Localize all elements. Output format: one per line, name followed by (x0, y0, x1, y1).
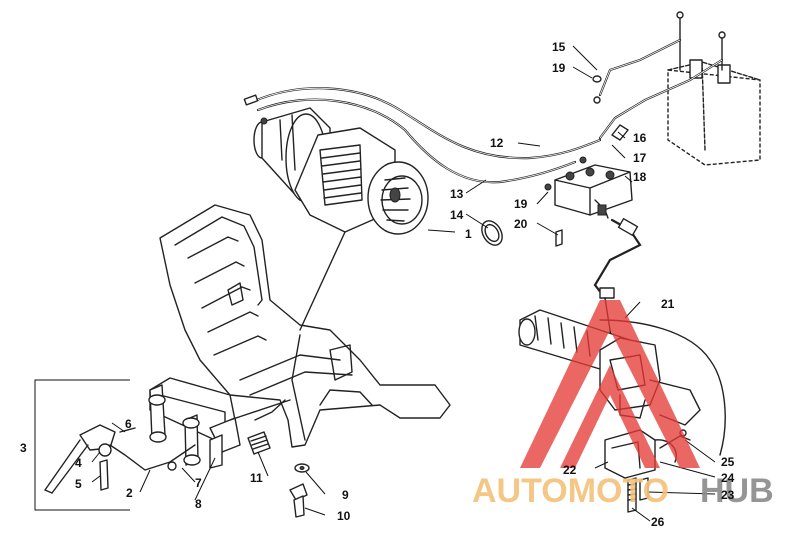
watermark-logo-inner-icon (560, 365, 660, 468)
callout-26: 26 (651, 515, 665, 529)
decal-and-hardware (247, 431, 310, 518)
callout-23: 23 (721, 488, 735, 502)
callout-7: 7 (195, 476, 202, 490)
winch-assembly (253, 107, 429, 331)
group-bracket (34, 379, 130, 511)
callout-19-upper: 19 (552, 61, 566, 75)
leader-lines (91, 45, 716, 522)
callout-20: 20 (514, 217, 528, 231)
contactor (544, 156, 633, 247)
callout-14: 14 (450, 208, 464, 222)
callout-2: 2 (126, 486, 133, 500)
watermark-text-part1: AUTOMOTO (472, 472, 669, 510)
callout-25: 25 (721, 455, 735, 469)
callout-13: 13 (450, 187, 464, 201)
callout-6: 6 (125, 417, 132, 431)
watermark-logo-icon (520, 300, 700, 468)
callout-1: 1 (465, 227, 472, 241)
battery (667, 11, 761, 166)
callout-12: 12 (490, 136, 504, 150)
callout-19-lower: 19 (514, 197, 528, 211)
callout-3: 3 (20, 441, 27, 455)
callout-8: 8 (195, 497, 202, 511)
callout-17: 17 (633, 151, 647, 165)
callout-10: 10 (337, 509, 351, 523)
automotohub-watermark: AUTOMOTO HUB (472, 300, 774, 510)
callout-5: 5 (75, 477, 82, 491)
callout-16: 16 (633, 131, 647, 145)
callout-22: 22 (563, 463, 577, 477)
callout-15: 15 (552, 40, 566, 54)
remote-switch-mount (44, 377, 291, 494)
callout-18: 18 (633, 170, 647, 184)
callout-labels: 1 2 3 4 5 6 7 8 9 10 11 12 13 14 15 16 1… (20, 40, 735, 529)
callout-21: 21 (661, 297, 675, 311)
callout-11: 11 (250, 471, 263, 485)
watermark-text-part2: HUB (700, 472, 774, 510)
callout-4: 4 (75, 456, 82, 470)
bumper-frame (159, 204, 451, 448)
callout-24: 24 (721, 471, 735, 485)
battery-cables (592, 38, 724, 141)
cable-clamp-ring (481, 220, 503, 246)
winch-cables (243, 87, 602, 184)
callout-9: 9 (342, 488, 349, 502)
